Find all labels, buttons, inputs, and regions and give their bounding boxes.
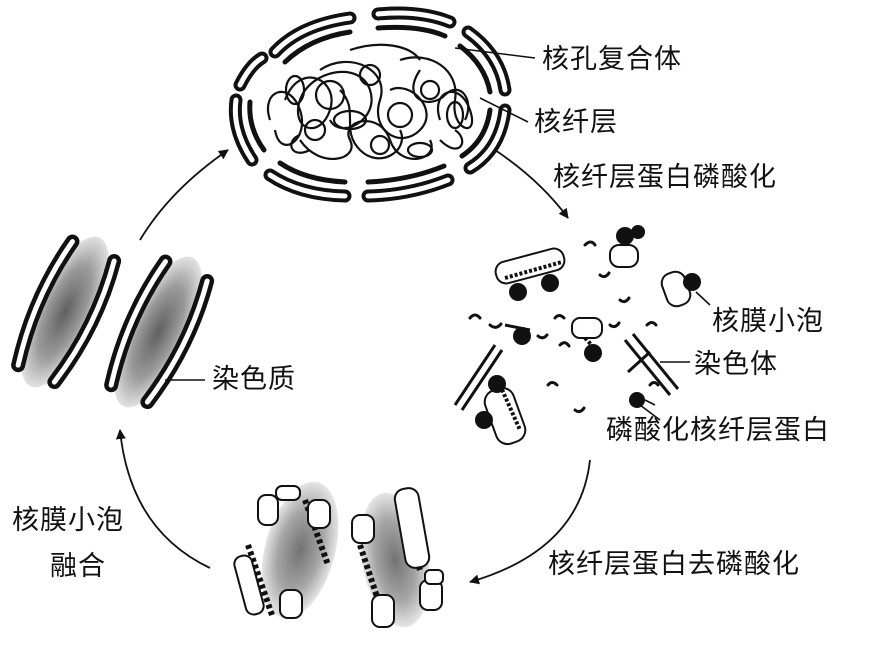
daughter-nucleus-left bbox=[11, 234, 122, 390]
nuclear-envelope bbox=[228, 6, 512, 203]
chromosome-pair-1 bbox=[453, 344, 504, 411]
arrow-to-telophase bbox=[469, 459, 591, 585]
label-chromosome: 染色体 bbox=[694, 349, 778, 380]
label-nuclear-lamina: 核纤层 bbox=[534, 107, 618, 138]
daughter-nuclei bbox=[11, 234, 215, 410]
daughter-nucleus-right bbox=[104, 254, 215, 410]
vesicle-group-4 bbox=[571, 317, 603, 362]
label-vesicle-fusion-line2: 融合 bbox=[50, 551, 106, 582]
vesicle-group-5 bbox=[475, 375, 527, 446]
vesicle-group-1 bbox=[494, 247, 566, 301]
envelope-breakdown bbox=[453, 225, 711, 446]
label-nuclear-vesicle: 核膜小泡 bbox=[712, 306, 824, 337]
chromosome-pair-2 bbox=[623, 333, 680, 396]
lamin-fragments bbox=[468, 240, 660, 414]
vesicle-group-3 bbox=[660, 270, 711, 308]
label-lamin-phosphorylation: 核纤层蛋白磷酸化 bbox=[553, 162, 777, 193]
label-nuclear-pore-complex: 核孔复合体 bbox=[542, 44, 682, 75]
label-chromatin: 染色质 bbox=[212, 364, 296, 395]
vesicle-group-2 bbox=[609, 225, 645, 268]
arrow-to-intact-nucleus bbox=[139, 149, 229, 241]
vesicle-group-6 bbox=[504, 323, 656, 408]
arrow-to-daughter-nuclei bbox=[115, 429, 211, 569]
daughter-chromatin-left bbox=[233, 481, 339, 619]
daughter-chromatin-right bbox=[351, 487, 444, 628]
label-vesicle-fusion-line1: 核膜小泡 bbox=[12, 505, 124, 536]
chromatin-tangle bbox=[267, 43, 473, 160]
intact-nucleus bbox=[228, 6, 536, 203]
cycle-arrows bbox=[115, 149, 591, 585]
label-phosphorylated-lamin: 磷酸化核纤层蛋白 bbox=[606, 415, 830, 446]
telophase-reassembly bbox=[233, 481, 444, 628]
label-lamin-dephosphorylation: 核纤层蛋白去磷酸化 bbox=[548, 549, 800, 580]
arrow-to-prophase bbox=[494, 149, 569, 219]
